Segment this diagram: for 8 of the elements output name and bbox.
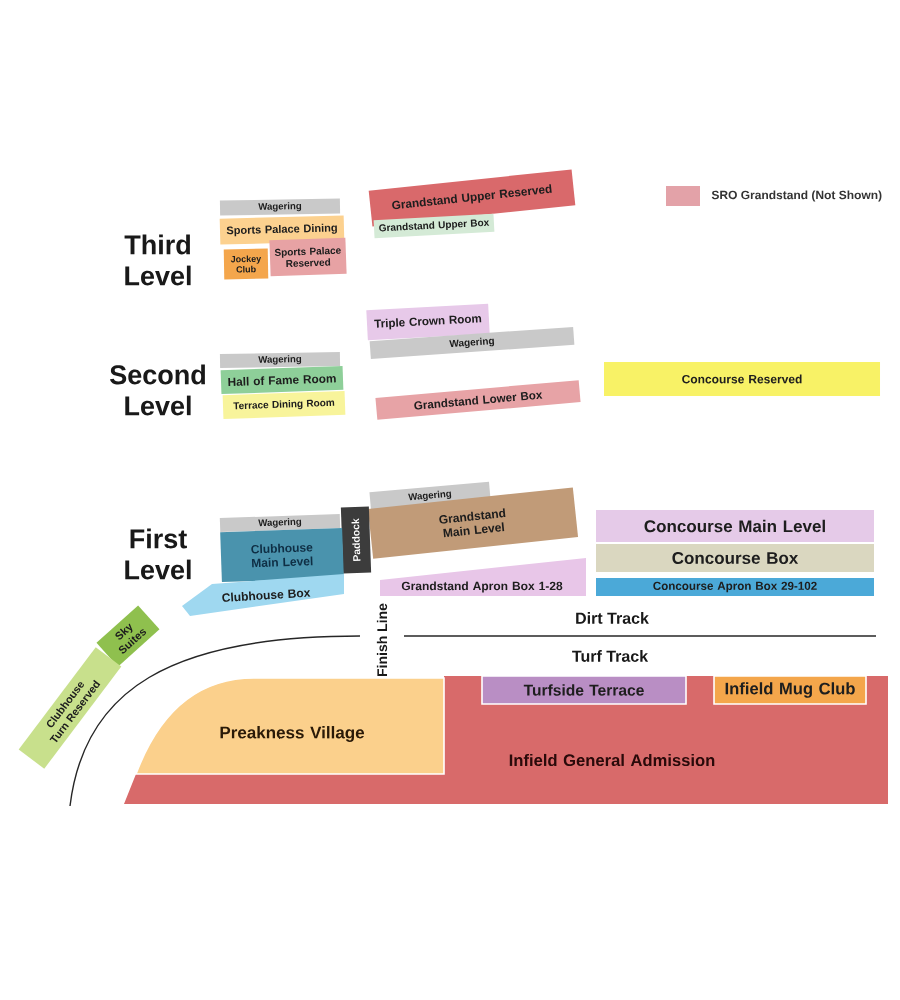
level-label: Third Level: [124, 234, 191, 286]
level-label: First Level: [125, 528, 191, 580]
section-block: Preakness Village: [135, 677, 445, 775]
track-label: Dirt Track: [576, 612, 649, 624]
level-label: Second Level: [110, 364, 205, 416]
section-block: Infield Mug Club: [713, 675, 867, 705]
section-block: Concourse Main Level: [596, 510, 874, 542]
section-block: Concourse Box: [596, 544, 874, 572]
